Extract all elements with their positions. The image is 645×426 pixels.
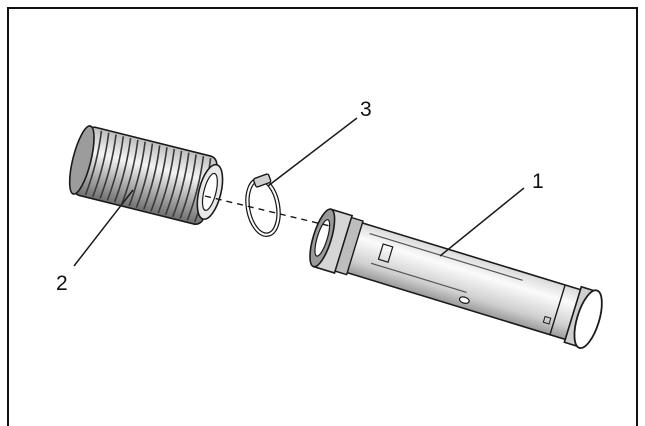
boot-rib: [106, 136, 125, 201]
callout-2: 2: [56, 272, 68, 295]
leader-line-3: [267, 117, 358, 187]
steering-boot: [68, 125, 224, 225]
boot-rib: [113, 138, 132, 203]
boot-rib: [128, 141, 146, 207]
alignment-line: [204, 195, 331, 227]
boot-rib: [99, 134, 117, 199]
boot-rib: [150, 147, 168, 212]
leader-line-2: [73, 189, 134, 267]
boot-rib: [172, 152, 190, 217]
diagram-frame: [7, 7, 638, 426]
boot-rib: [179, 154, 197, 219]
leader-line-1: [439, 187, 525, 257]
boot-rib: [92, 132, 110, 198]
boot-rib: [84, 130, 103, 196]
boot-rib: [142, 145, 161, 210]
steering-tube: [309, 208, 603, 349]
callout-3: 3: [360, 98, 372, 121]
boot-clamp: [245, 173, 281, 237]
boot-rib: [164, 150, 183, 216]
callout-1: 1: [532, 170, 544, 193]
boot-rib: [135, 143, 154, 208]
boot-rib: [186, 156, 205, 221]
boot-rib: [157, 148, 176, 214]
boot-rib: [121, 139, 139, 205]
